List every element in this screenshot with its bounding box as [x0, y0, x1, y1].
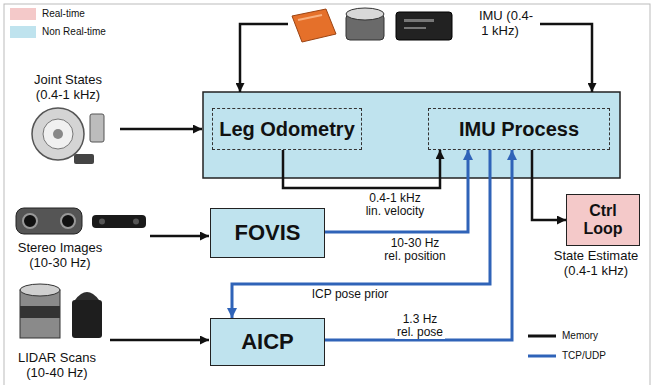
box-label: Ctrl Loop [575, 202, 631, 237]
imu-black [396, 12, 452, 40]
sensor-label: IMU (0.4-1 kHz) [466, 8, 534, 38]
legend-item: Real-time [10, 8, 85, 20]
process-box: Leg Odometry [212, 108, 362, 150]
imu-black-detail [404, 19, 434, 22]
sensor-label: Stereo Images (10-30 Hz) [14, 240, 106, 270]
connector [532, 150, 566, 220]
box-label: AICP [241, 330, 294, 354]
legend-item: Non Real-time [10, 26, 106, 38]
process-box: IMU Process [428, 108, 610, 150]
sensor-feed-line [150, 235, 209, 238]
lidar-dome [75, 292, 99, 300]
figure-frame [4, 4, 650, 385]
legend-line-sample [528, 355, 556, 358]
sensor-feed-line [120, 128, 202, 131]
estimator-panel [203, 92, 620, 178]
control-box: Ctrl Loop [566, 194, 640, 246]
load-cell [90, 114, 104, 142]
box-label: Leg Odometry [219, 118, 355, 140]
lidar-top [20, 284, 60, 296]
depth-camera [92, 215, 146, 228]
lens [99, 219, 105, 225]
legend-text: Memory [562, 330, 598, 342]
imu-feed-line [540, 24, 592, 92]
sensor-label: Joint States (0.4-1 kHz) [30, 72, 106, 102]
imu-round-top [346, 8, 384, 20]
connector [325, 150, 468, 232]
stereo-camera [16, 208, 82, 234]
legend-item: TCP/UDP [528, 350, 606, 362]
legend-text: Non Real-time [42, 26, 106, 38]
legend-line [528, 330, 556, 342]
lidar-body [20, 290, 60, 338]
imu-black-detail [404, 27, 426, 29]
module-box: AICP [210, 318, 325, 366]
lens [133, 219, 139, 225]
actuator-hub [43, 119, 73, 149]
lidar-sensors [20, 284, 102, 338]
edge-label: 0.4-1 kHz lin. velocity [363, 192, 428, 218]
imu-orange-detail [298, 15, 322, 20]
legend-text: TCP/UDP [562, 350, 606, 362]
connector [325, 150, 512, 340]
legend-text: Real-time [42, 8, 85, 20]
edge-label: 1.3 Hz rel. pose [395, 313, 445, 339]
legend-line-sample [528, 335, 556, 338]
lidar-window [20, 306, 60, 318]
box-label: FOVIS [234, 221, 300, 245]
lens [61, 214, 75, 228]
imu-feed-line [240, 24, 288, 92]
connector [232, 150, 490, 318]
edge-label: ICP pose prior [312, 288, 388, 301]
module-box: FOVIS [210, 208, 325, 258]
legend-swatch [10, 8, 36, 20]
legend-line [528, 350, 556, 362]
sensor-feed-line [110, 339, 209, 342]
actuator-axle [53, 129, 63, 139]
encoder [74, 154, 94, 164]
joint-sensors [32, 108, 104, 164]
actuator [32, 108, 84, 160]
edge-label: 10-30 Hz rel. position [383, 237, 448, 263]
legend-swatch [10, 26, 36, 38]
legend-item: Memory [528, 330, 598, 342]
imu-sensors [292, 8, 452, 42]
imu-orange [292, 9, 336, 42]
stereo-cameras [16, 208, 146, 234]
lens [23, 214, 37, 228]
sensor-label: LIDAR Scans (10-40 Hz) [14, 350, 100, 380]
lidar-black [72, 300, 102, 338]
box-label: IMU Process [459, 118, 579, 140]
sensor-label: State Estimate (0.4-1 kHz) [550, 248, 642, 278]
connector [283, 150, 440, 188]
